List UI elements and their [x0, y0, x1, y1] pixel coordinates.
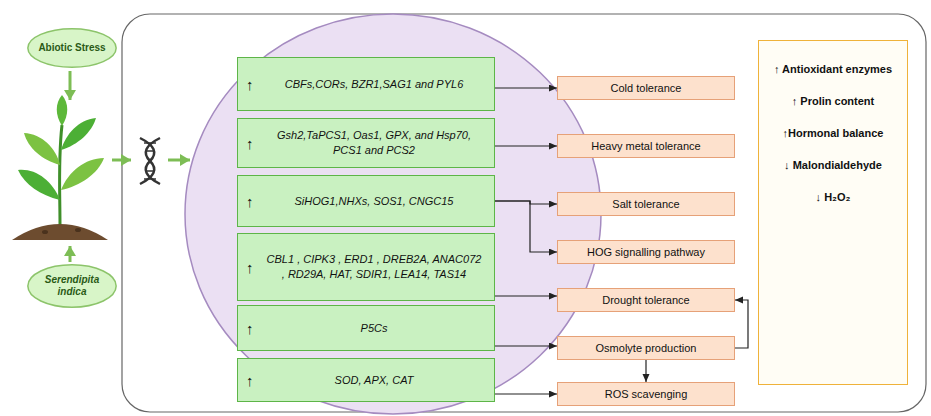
node-text: Salt tolerance	[612, 197, 679, 211]
outcome-box: Salt tolerance	[557, 192, 735, 216]
connector-arrow	[645, 360, 646, 382]
node-text: P5Cs	[264, 321, 484, 336]
connector-arrow	[495, 295, 557, 296]
up-arrow-sign: ↑	[246, 320, 264, 337]
outcome-box: Drought tolerance	[557, 288, 735, 312]
gene-box: ↑SiHOG1,NHXs, SOS1, CNGC15	[237, 175, 495, 227]
gene-circle	[185, 14, 601, 414]
node-text: HOG signalling pathway	[587, 245, 705, 259]
node-text: Heavy metal tolerance	[591, 139, 700, 153]
plant-to-dna-arrow	[112, 159, 131, 162]
gene-box: ↑CBL1 , CIPK3 , ERD1 , DREB2A, ANAC072 ,…	[237, 233, 495, 301]
effects-panel: ↑ Antioxidant enzymes ↑ Prolin content ↑Ho…	[758, 40, 908, 385]
up-arrow-sign: ↑	[246, 259, 264, 276]
node-text: CBL1 , CIPK3 , ERD1 , DREB2A, ANAC072 , …	[264, 252, 484, 282]
up-arrow-sign: ↑	[246, 372, 264, 389]
outcome-box: HOG signalling pathway	[557, 240, 735, 264]
gene-box: ↑Gsh2,TaPCS1, Oas1, GPX, and Hsp70, PCS1…	[237, 118, 495, 168]
node-text: ROS scavenging	[605, 387, 688, 401]
node-text: ↑Hormonal balance	[783, 127, 884, 139]
node-text: Gsh2,TaPCS1, Oas1, GPX, and Hsp70, PCS1 …	[264, 128, 484, 158]
dna-to-genes-arrow	[168, 159, 190, 162]
gene-box: ↑P5Cs	[237, 305, 495, 351]
node-text: Abiotic Stress	[38, 42, 105, 55]
node-text: Osmolyte production	[596, 341, 697, 355]
node-text: Drought tolerance	[602, 293, 689, 307]
node-text: SOD, APX, CAT	[264, 373, 484, 388]
connector-arrow	[495, 393, 557, 394]
stress-ellipse: Abiotic Stress	[26, 27, 118, 69]
gene-box: ↑SOD, APX, CAT	[237, 358, 495, 402]
connector-arrow	[495, 87, 557, 88]
node-text: SiHOG1,NHXs, SOS1, CNGC15	[264, 194, 484, 209]
connector-arrow	[495, 145, 557, 146]
node-text: ↓ Malondialdehyde	[784, 159, 882, 171]
outcome-box: ROS scavenging	[557, 382, 735, 406]
outcome-box: Osmolyte production	[557, 336, 735, 360]
plant-illustration	[12, 95, 108, 240]
stress-ellipse: Serendipita indica	[26, 263, 118, 309]
up-arrow-sign: ↑	[246, 193, 264, 210]
up-arrow-sign: ↑	[246, 76, 264, 93]
node-text: CBFs,CORs, BZR1,SAG1 and PYL6	[264, 77, 484, 92]
connector-arrow	[735, 300, 748, 348]
node-text: Serendipita indica	[38, 274, 106, 299]
connector-arrow	[495, 201, 557, 252]
fungus-arrow	[69, 246, 72, 262]
outcome-box: Cold tolerance	[557, 76, 735, 100]
gene-box: ↑CBFs,CORs, BZR1,SAG1 and PYL6	[237, 57, 495, 111]
node-text: ↑ Antioxidant enzymes	[774, 63, 892, 75]
outcome-box: Heavy metal tolerance	[557, 134, 735, 158]
connector-arrow	[495, 345, 557, 346]
node-text: Cold tolerance	[611, 81, 682, 95]
stress-arrow	[69, 71, 72, 100]
dna-icon	[140, 138, 160, 184]
node-text: ↓ H₂O₂	[816, 191, 851, 203]
up-arrow-sign: ↑	[246, 135, 264, 152]
node-text: ↑ Prolin content	[792, 95, 875, 107]
